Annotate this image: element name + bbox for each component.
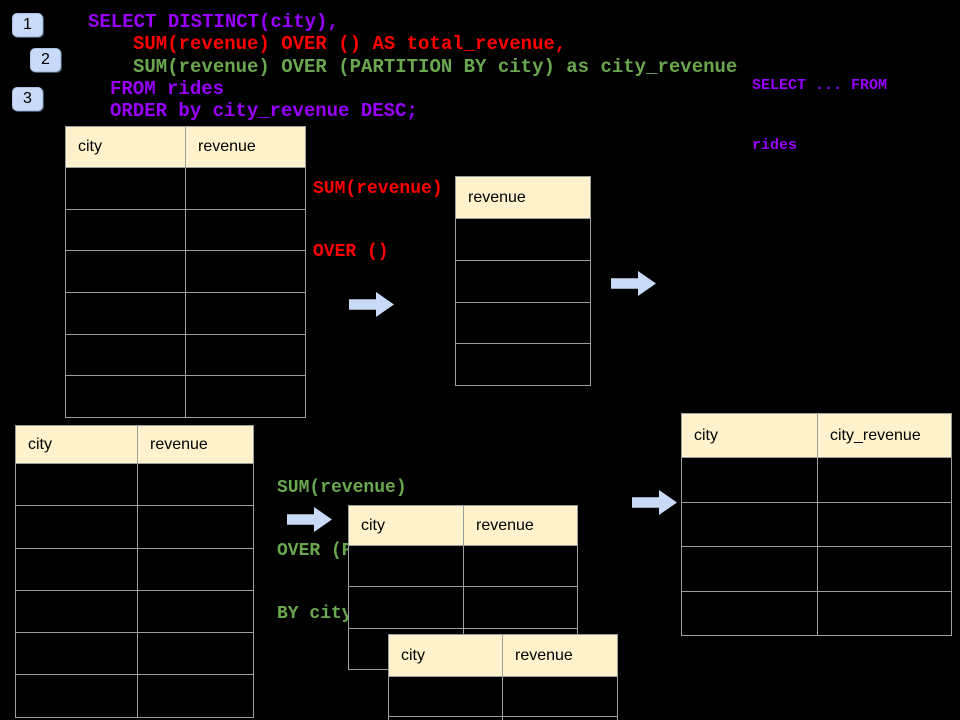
table-cell (456, 344, 591, 387)
sql-code-line-partition: SUM(revenue) OVER (PARTITION BY city) as… (133, 56, 738, 78)
table-cell (349, 587, 464, 629)
table-cell (138, 590, 254, 634)
table-cell (186, 334, 306, 377)
column-header-city: city (389, 635, 503, 677)
step-badge-2: 2 (30, 48, 61, 72)
annotation-partition-line-1: SUM(revenue) (277, 478, 407, 498)
table-cell (818, 547, 952, 592)
table-cell (138, 506, 254, 549)
side-note-line-1: SELECT ... FROM (752, 77, 888, 94)
table-cell (66, 334, 186, 377)
table-cell (186, 168, 306, 210)
table-cell (818, 502, 952, 547)
table-cell (186, 376, 306, 419)
sql-code-line-total: SUM(revenue) OVER () AS total_revenue, (133, 33, 567, 55)
table-cell (66, 168, 186, 210)
table-cell (66, 376, 186, 419)
table-cell (682, 547, 818, 592)
side-note-select-from: SELECT ... FROM rides (752, 36, 887, 196)
table-cell (818, 591, 952, 636)
table-cell (682, 502, 818, 547)
column-header-city: city (349, 506, 464, 546)
arrow-right-icon (611, 271, 656, 296)
table-cell (682, 591, 818, 636)
table-city-revenue-result: city city_revenue (681, 413, 952, 636)
table-cell (186, 293, 306, 335)
column-header-revenue: revenue (456, 177, 591, 219)
table-cell (464, 546, 578, 588)
table-cell (66, 251, 186, 294)
table-cell (186, 251, 306, 294)
sql-code-line-select: SELECT DISTINCT(city), (88, 11, 339, 33)
table-cell (456, 260, 591, 303)
table-cell (503, 717, 618, 720)
table-cell (138, 464, 254, 507)
table-cell (682, 458, 818, 503)
table-cell (389, 717, 503, 720)
table-cell (456, 219, 591, 261)
sql-code-line-from: FROM rides (110, 78, 225, 100)
side-note-line-2: rides (752, 137, 798, 154)
table-cell (464, 587, 578, 629)
step-badge-3: 3 (12, 87, 43, 111)
column-header-city: city (682, 414, 818, 458)
table-cell (349, 546, 464, 588)
column-header-city: city (66, 127, 186, 168)
arrow-right-icon (632, 490, 677, 515)
column-header-revenue: revenue (503, 635, 618, 677)
table-partition-overlay: city revenue (388, 634, 618, 720)
table-cell (138, 633, 254, 676)
step-badge-1: 1 (12, 13, 43, 37)
column-header-revenue: revenue (464, 506, 578, 546)
table-cell (16, 506, 138, 549)
column-header-city: city (16, 426, 138, 464)
table-cell (16, 633, 138, 676)
table-cell (138, 548, 254, 591)
table-cell (16, 548, 138, 591)
table-cell (503, 677, 618, 717)
table-cell (66, 209, 186, 252)
table-cell (66, 293, 186, 335)
annotation-total-line-2: OVER () (313, 242, 389, 262)
table-cell (818, 458, 952, 503)
column-header-revenue: revenue (186, 127, 306, 168)
column-header-revenue: revenue (138, 426, 254, 464)
column-header-city-revenue: city_revenue (818, 414, 952, 458)
table-source-bottom: city revenue (15, 425, 254, 718)
annotation-total-line-1: SUM(revenue) (313, 179, 443, 199)
table-cell (16, 590, 138, 634)
table-cell (456, 302, 591, 345)
table-cell (389, 677, 503, 717)
table-cell (138, 675, 254, 718)
table-total-result: revenue (455, 176, 591, 387)
table-cell (16, 675, 138, 718)
table-source-top: city revenue (65, 126, 306, 419)
annotation-sum-over-total: SUM(revenue) OVER () (313, 137, 443, 305)
sql-code-line-order: ORDER by city_revenue DESC; (110, 100, 418, 122)
table-cell (186, 209, 306, 252)
table-cell (16, 464, 138, 507)
